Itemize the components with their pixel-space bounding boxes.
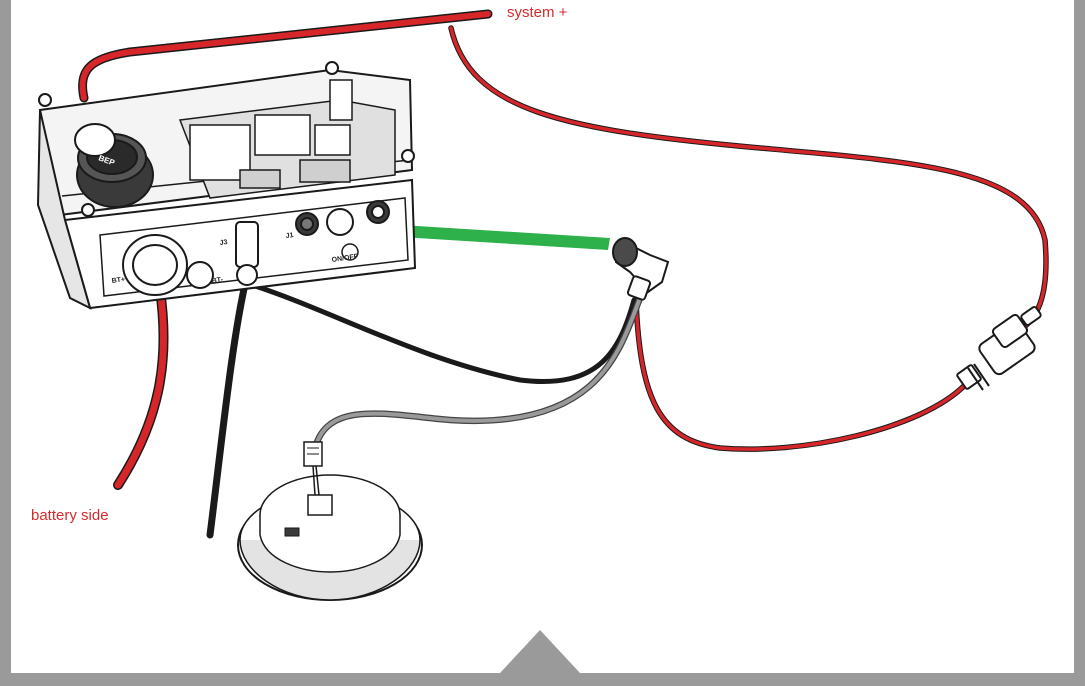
m12-right-angle-connector (612, 237, 670, 301)
insert-arrow (350, 212, 610, 250)
negative-wires (206, 276, 637, 539)
bt-plus-label: BT+ (111, 276, 125, 285)
round-display-unit (237, 441, 423, 601)
battery-side-label: battery side (31, 507, 109, 524)
j1-label: J1 (285, 232, 294, 240)
battery-monitor-box (36, 61, 417, 310)
system-positive-wire (78, 9, 1049, 452)
data-cable (312, 294, 644, 449)
on-off-label: ON/OFF (331, 253, 359, 264)
j3-label: J3 (219, 239, 228, 247)
inline-fuse-holder (956, 306, 1042, 391)
battery-positive-wire (113, 285, 169, 490)
frame-pointer-triangle (500, 630, 580, 673)
bt-minus-label: BT- (211, 276, 224, 285)
system-positive-label: system + (507, 4, 568, 21)
